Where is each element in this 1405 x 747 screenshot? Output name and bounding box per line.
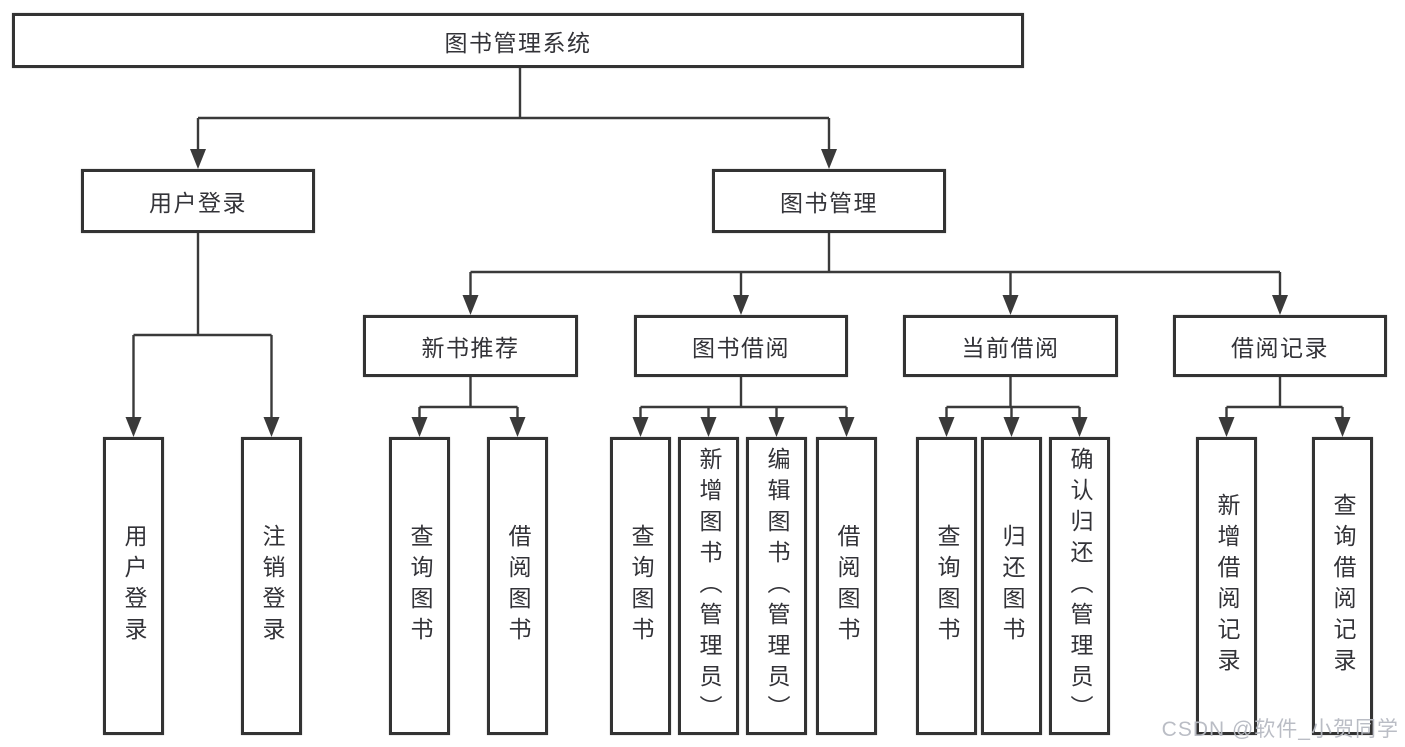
- arrow-down-icon: [632, 417, 649, 437]
- arrowheads: [125, 149, 1351, 437]
- arrow-down-icon: [700, 417, 717, 437]
- arrow-down-icon: [821, 149, 837, 169]
- arrow-down-icon: [1003, 417, 1020, 437]
- arrow-down-icon: [263, 417, 280, 437]
- leaf-logout: 注销登录: [241, 437, 302, 735]
- arrow-down-icon: [768, 417, 785, 437]
- arrow-down-icon: [411, 417, 428, 437]
- leaf-borrow-books: 借阅图书: [816, 437, 877, 735]
- connector-path: [132, 68, 1344, 424]
- node-label: 注销登录: [259, 524, 285, 648]
- leaf-confirm-return-admin: 确认归还︵管理员︶: [1049, 437, 1110, 735]
- leaf-query-books-recommend: 查询图书: [389, 437, 450, 735]
- leaf-user-login: 用户登录: [103, 437, 164, 735]
- node-label: 新增图书︵管理员︶: [696, 446, 722, 726]
- node-label: 图书管理系统: [444, 29, 592, 56]
- arrow-down-icon: [1071, 417, 1088, 437]
- leaf-query-books-current: 查询图书: [916, 437, 977, 735]
- arrow-down-icon: [190, 149, 206, 169]
- arrow-down-icon: [1218, 417, 1235, 437]
- node-label: 查询图书: [628, 524, 654, 648]
- csdn-watermark: CSDN @软件_小贺同学: [1161, 718, 1399, 741]
- node-label: 确认归还︵管理员︶: [1067, 446, 1093, 726]
- node-borrowing-records: 借阅记录: [1173, 315, 1387, 377]
- node-label: 图书管理: [780, 190, 878, 216]
- arrow-down-icon: [1272, 295, 1288, 315]
- node-new-book-recommendation: 新书推荐: [363, 315, 578, 377]
- arrow-down-icon: [838, 417, 855, 437]
- leaf-add-borrow-record: 新增借阅记录: [1196, 437, 1257, 735]
- node-label: 查询借阅记录: [1330, 493, 1356, 679]
- leaf-query-borrow-record: 查询借阅记录: [1312, 437, 1373, 735]
- node-label: 借阅图书: [505, 524, 531, 648]
- node-book-management: 图书管理: [712, 169, 946, 233]
- node-label: 借阅图书: [834, 524, 860, 648]
- leaf-borrow-books-recommend: 借阅图书: [487, 437, 548, 735]
- node-book-borrowing: 图书借阅: [634, 315, 848, 377]
- arrow-down-icon: [1334, 417, 1351, 437]
- node-label: 借阅记录: [1231, 335, 1329, 361]
- arrow-down-icon: [733, 295, 749, 315]
- leaf-return-books: 归还图书: [981, 437, 1042, 735]
- node-label: 用户登录: [149, 190, 247, 216]
- leaf-add-books-admin: 新增图书︵管理员︶: [678, 437, 739, 735]
- node-label: 图书借阅: [692, 335, 790, 361]
- leaf-edit-books-admin: 编辑图书︵管理员︶: [746, 437, 807, 735]
- node-current-borrowing: 当前借阅: [903, 315, 1118, 377]
- node-label: 当前借阅: [961, 335, 1060, 361]
- node-label: 新增借阅记录: [1214, 493, 1240, 679]
- arrow-down-icon: [1002, 295, 1019, 315]
- leaf-query-books-borrow: 查询图书: [610, 437, 671, 735]
- node-user-login-branch: 用户登录: [81, 169, 315, 233]
- node-label: 归还图书: [999, 524, 1025, 648]
- node-label: 用户登录: [121, 524, 147, 648]
- node-label: 查询图书: [934, 524, 960, 648]
- node-label: 查询图书: [407, 524, 433, 648]
- arrow-down-icon: [462, 295, 479, 315]
- arrow-down-icon: [125, 417, 142, 437]
- arrow-down-icon: [938, 417, 955, 437]
- node-root: 图书管理系统: [12, 13, 1024, 68]
- node-label: 新书推荐: [421, 335, 520, 361]
- node-label: 编辑图书︵管理员︶: [764, 446, 790, 726]
- arrow-down-icon: [509, 417, 526, 437]
